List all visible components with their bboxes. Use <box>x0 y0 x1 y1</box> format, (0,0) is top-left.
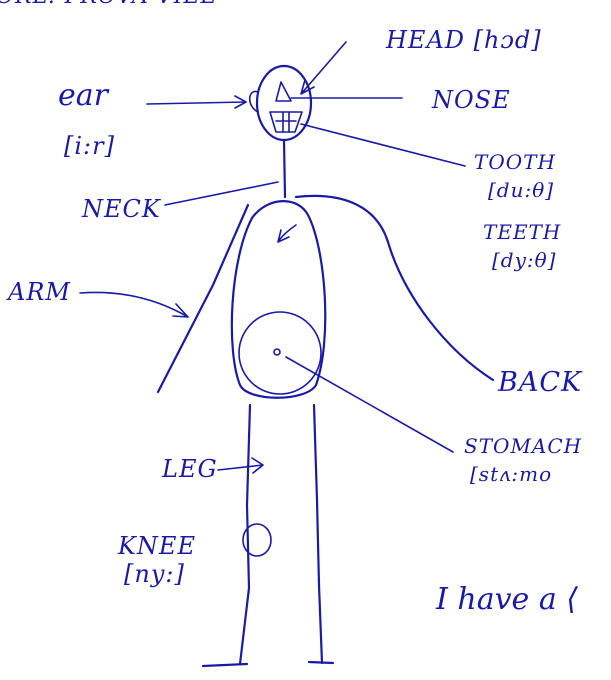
left-foot-line <box>203 664 247 666</box>
ear-ipa-label: [i:r] <box>64 134 115 158</box>
navel-dot <box>274 349 280 355</box>
nose-label: NOSE <box>432 88 511 112</box>
torso-outline <box>232 201 325 398</box>
teeth-ipa-label: [dy:θ] <box>492 250 557 270</box>
tooth-ipa-label: [du:θ] <box>488 180 554 200</box>
right-leg-line <box>314 405 322 663</box>
arm-label: ARM <box>8 280 71 304</box>
tooth-pointer <box>301 124 465 166</box>
neck-pointer <box>165 182 278 205</box>
leg-arrow <box>218 458 263 473</box>
left-leg-line <box>240 405 250 664</box>
right-foot-line <box>309 662 333 663</box>
tooth-label: TOOTH <box>474 152 556 172</box>
teeth-label: TEETH <box>483 222 561 242</box>
ear-arrow <box>147 96 246 108</box>
stomach-pointer <box>286 357 453 452</box>
knee-ipa-label: [ny:] <box>124 562 185 586</box>
head-label: HEAD [hɔd] <box>386 28 542 52</box>
header-text: ORL: PROVA VIEE <box>0 0 218 8</box>
mouth-shape <box>270 112 302 132</box>
neck-line <box>284 140 285 197</box>
arm-arrow <box>80 292 188 317</box>
head-outline <box>257 66 311 140</box>
leg-label: LEG <box>162 457 218 481</box>
sentence-text: I have a ⟨ <box>436 585 578 615</box>
back-label: BACK <box>498 369 582 396</box>
teeth-arrow <box>278 225 296 242</box>
nose-shape <box>276 82 291 101</box>
neck-label: NECK <box>82 197 161 221</box>
teeth-lines <box>276 112 296 132</box>
stomach-label: STOMACH <box>464 436 582 456</box>
right-arm-back-line <box>296 196 493 380</box>
head-arrow <box>301 42 346 94</box>
stomach-ipa-label: [stʌ:mo <box>470 464 552 484</box>
ear-label: ear <box>58 81 108 111</box>
knee-label: KNEE <box>118 534 196 558</box>
